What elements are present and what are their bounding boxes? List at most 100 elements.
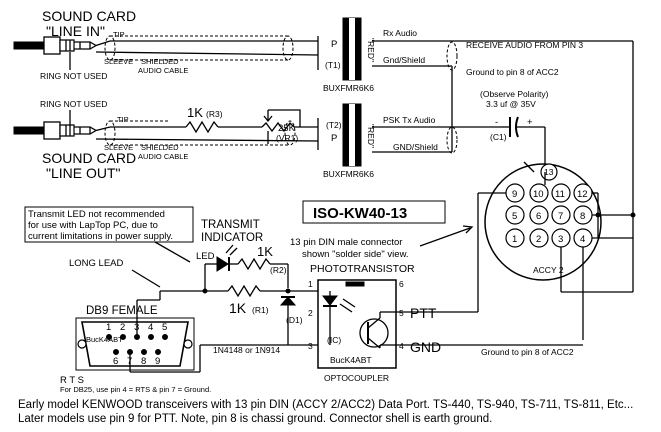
line-out-ring-label: RING NOT USED: [40, 99, 107, 109]
db9-connector: DB9 FEMALE 1 2 3 4 5 6 7 8 9 BucK4ABT R …: [60, 291, 288, 394]
opto-title: PHOTOTRANSISTOR: [310, 263, 415, 275]
line-in-plug-body: [43, 36, 61, 55]
diode-d1: (D1) 1N4148 or 1N914: [213, 296, 318, 355]
r2-ref: (R2): [270, 265, 287, 275]
footer-line-2: Later models use pin 9 for PTT. Note, pi…: [18, 413, 492, 425]
c1-polarity: (Observe Polarity): [480, 89, 549, 99]
r3-ref: (R3): [206, 109, 223, 119]
din-pin-label-3: 3: [558, 234, 563, 245]
line-in-sleeve-label: SLEEVE: [104, 57, 133, 66]
din-pin-label-13: 13: [544, 167, 554, 177]
vr1-value: 25K: [278, 123, 296, 134]
r2-value: 1K: [257, 244, 273, 259]
din-pin-label-12: 12: [577, 189, 588, 200]
din-pin-label-9: 9: [512, 189, 517, 200]
rx-ground-label: Ground to pin 8 of ACC2: [466, 67, 559, 77]
din-pin-1: [505, 228, 525, 248]
r1-ref: (R1): [252, 305, 269, 315]
t1-primary-label: P: [331, 39, 337, 50]
t2-secondary-label: "RED": [366, 124, 376, 148]
t1-secondary-label: "RED": [366, 38, 376, 62]
resistor-r1: 1K (R1): [160, 284, 318, 316]
db9-pin-label-5: 5: [162, 322, 167, 333]
opto-part: BucK4ABT: [330, 355, 372, 365]
t1-out-bottom: Gnd/Shield: [383, 55, 425, 65]
t2-out-top: PSK Tx Audio: [383, 115, 436, 125]
db9-rts-label: R T S: [60, 375, 84, 386]
din-pin-label-10: 10: [533, 189, 544, 200]
led-warning-note: Transmit LED not recommended for use wit…: [24, 206, 194, 263]
led-label: LED: [196, 251, 215, 262]
din-pin-label-4: 4: [580, 234, 585, 245]
title-text: ISO-KW40-13: [313, 205, 407, 222]
vr1-ref: (VR1): [276, 133, 298, 143]
din-pin-5: [505, 205, 525, 225]
receive-audio-label: RECEIVE AUDIO FROM PIN 3: [466, 40, 583, 50]
din-pin-2: [529, 228, 549, 248]
t1-part: BUXFMR6K6: [323, 83, 374, 93]
line-in-ring-label: RING NOT USED: [40, 71, 107, 81]
transformer-t1: P (T1) "RED" BUXFMR6K6 Rx Audio Gnd/Shie…: [317, 17, 633, 93]
line-in-plug-handle: [13, 41, 45, 50]
r1-value: 1K: [229, 300, 247, 316]
din-pin-label-2: 2: [536, 234, 541, 245]
optocoupler: PHOTOTRANSISTOR 1 2 3 4 5 6 (IC) BucK4AB…: [308, 263, 583, 383]
t2-primary-label: P: [331, 133, 337, 144]
potentiometer-vr1: 25K (VR1): [261, 109, 318, 144]
line-in-title-1: SOUND CARD: [42, 8, 136, 24]
line-out-plug-body: [43, 121, 61, 140]
opto-pin-4: 4: [399, 341, 404, 351]
resistor-r3: 1K (R3): [185, 105, 262, 134]
din-pin-label-7: 7: [558, 211, 563, 222]
db9-pin-label-8: 8: [141, 356, 146, 367]
title-box: ISO-KW40-13: [302, 200, 446, 224]
d1-ref: (D1): [286, 315, 303, 325]
line-out-plug-handle: [13, 126, 45, 135]
long-lead-label: LONG LEAD: [69, 258, 124, 269]
opto-name: OPTOCOUPLER: [324, 373, 389, 383]
db9-shell: [81, 321, 189, 367]
db25-note: For DB25, use pin 4 = RTS & pin 7 = Grou…: [60, 385, 211, 394]
opto-pin-3: 3: [308, 341, 313, 351]
gnd-label: GND: [410, 339, 441, 355]
db9-pin-label-2: 2: [120, 322, 125, 333]
db9-pin-label-9: 9: [155, 356, 160, 367]
led-note-line-2: for use with LapTop PC, due to: [28, 220, 158, 231]
din-pin-label-8: 8: [580, 211, 585, 222]
c1-minus: -: [495, 117, 498, 128]
gnd-note-label: Ground to pin 8 of ACC2: [481, 347, 574, 357]
r3-value: 1K: [187, 105, 203, 120]
din-pin-label-6: 6: [536, 211, 541, 222]
d1-part: 1N4148 or 1N914: [213, 345, 280, 355]
din-pin-7: [551, 205, 571, 225]
led-title-2: INDICATOR: [201, 232, 263, 244]
line-out-title-2: "LINE OUT": [46, 165, 121, 181]
opto-pin-2: 2: [308, 308, 313, 318]
line-out-cable-label-1: SHIELDED: [141, 143, 179, 152]
capacitor-c1: (Observe Polarity) 3.3 uf @ 35V - + (C1): [480, 89, 549, 172]
din-pin-label-11: 11: [555, 189, 565, 200]
db9-rts-vertical: BucK4ABT: [86, 335, 123, 344]
c1-ref: (C1): [490, 132, 507, 142]
line-in-jack: SOUND CARD "LINE IN" TIP SLEEVE SHIELDED…: [13, 8, 319, 81]
t2-out-bottom: GND/Shield: [393, 142, 438, 152]
din-pin-6: [529, 205, 549, 225]
din-desc-2: shown "solder side" view.: [302, 249, 409, 260]
ptt-label: PTT: [410, 305, 437, 321]
c1-value: 3.3 uf @ 35V: [486, 99, 536, 109]
din-desc-1: 13 pin DIN male connector: [290, 237, 402, 248]
line-out-sleeve-label: SLEEVE: [104, 143, 133, 152]
opto-pin-6: 6: [399, 279, 404, 289]
db9-pin-label-4: 4: [148, 322, 153, 333]
line-out-tip-label: TIP: [117, 115, 129, 124]
db9-title: DB9 FEMALE: [86, 305, 158, 317]
line-in-cable-label-1: SHIELDED: [141, 57, 179, 66]
t1-ref: (T1): [325, 60, 341, 70]
t2-ref: (T2): [326, 120, 342, 130]
db9-pin-label-1: 1: [106, 322, 111, 333]
t1-out-top: Rx Audio: [383, 28, 417, 38]
opto-ref: (IC): [327, 335, 341, 345]
line-out-jack: RING NOT USED TIP SLEEVE SHIELDED AUDIO …: [13, 99, 319, 181]
din-pin-10: [529, 183, 549, 203]
